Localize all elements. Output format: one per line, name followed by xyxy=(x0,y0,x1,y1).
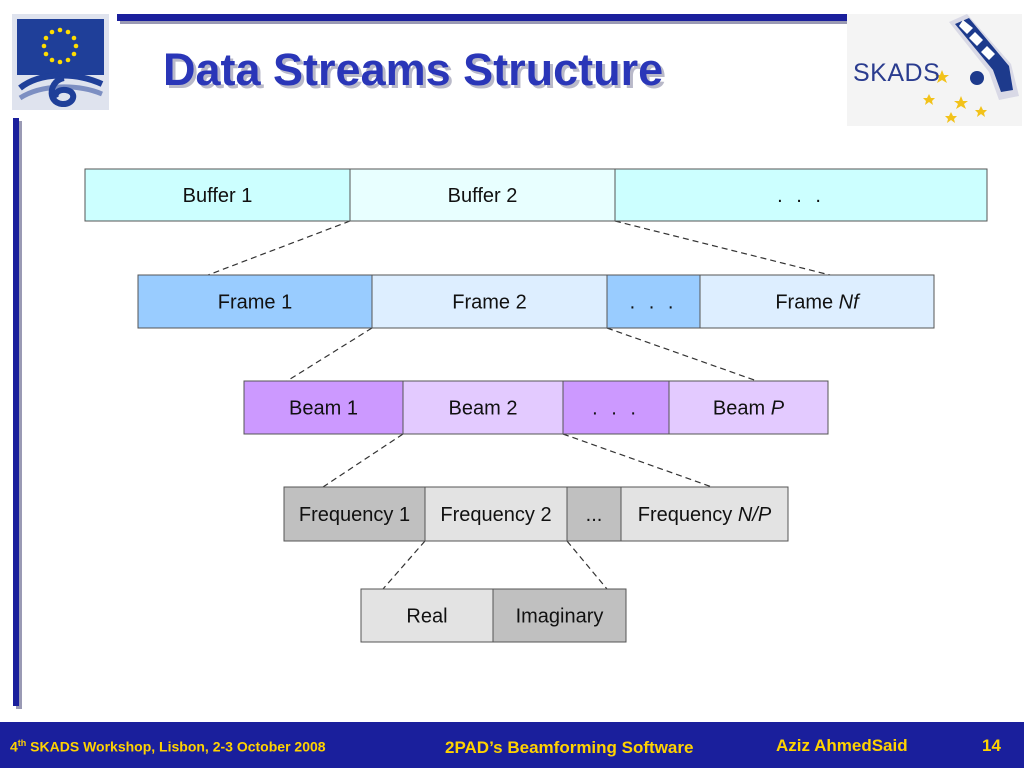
slide-title: Data Streams Structure xyxy=(163,44,664,95)
beams-cell-2 xyxy=(402,380,564,435)
footer-workshop-suffix: th xyxy=(17,738,27,748)
expansion-line-3-right xyxy=(566,540,608,590)
buffers-cell-3 xyxy=(614,168,988,222)
footer-author: Aziz AhmedSaid xyxy=(776,736,908,755)
frequencies-cell-1 xyxy=(283,486,426,542)
expansion-line-2-left xyxy=(322,433,404,488)
components-label-1: Real xyxy=(406,606,447,628)
components-cell-2 xyxy=(492,588,627,643)
frames-cell-1 xyxy=(137,274,373,329)
footer-page-number: 14 xyxy=(982,736,1001,755)
skads-wordmark: SKADS xyxy=(853,59,941,87)
frames-cell-3 xyxy=(606,274,701,329)
footer-bar: 4th SKADS Workshop, Lisbon, 2-3 October … xyxy=(0,722,1024,768)
skads-logo: SKADS xyxy=(847,14,1022,126)
frequencies-label-4: Frequency N/P xyxy=(638,504,772,526)
expansion-line-3-left xyxy=(382,540,426,590)
beams-label-4: Beam P xyxy=(713,398,785,420)
frames-cell-2 xyxy=(371,274,608,329)
expansion-line-1-left xyxy=(286,327,373,382)
footer-workshop: 4th SKADS Workshop, Lisbon, 2-3 October … xyxy=(10,738,326,755)
frequencies-label-3: ... xyxy=(586,504,603,526)
components-cell-1 xyxy=(360,588,494,643)
expansion-line-2-right xyxy=(562,433,713,488)
footer-workshop-text: SKADS Workshop, Lisbon, 2-3 October 2008 xyxy=(26,738,326,755)
buffers-label-1: Buffer 1 xyxy=(183,185,253,207)
beams-cell-1 xyxy=(243,380,404,435)
beams-label-2: Beam 2 xyxy=(449,398,518,420)
frames-label-3: . . . xyxy=(630,292,678,314)
buffers-label-3: . . . xyxy=(777,185,825,207)
eu-fp6-logo xyxy=(12,14,109,110)
frequencies-cell-4 xyxy=(620,486,789,542)
frequencies-cell-3 xyxy=(566,486,622,542)
buffers-label-2: Buffer 2 xyxy=(448,185,518,207)
frames-label-2: Frame 2 xyxy=(452,292,526,314)
beams-cell-4 xyxy=(668,380,829,435)
skads-emblem xyxy=(847,14,1022,126)
footer-workshop-ordinal: 4 xyxy=(10,738,18,755)
frames-cell-4 xyxy=(699,274,935,329)
buffers-cell-1 xyxy=(84,168,351,222)
components-label-2: Imaginary xyxy=(516,606,604,628)
frames-label-1: Frame 1 xyxy=(218,292,292,314)
expansion-line-1-right xyxy=(606,327,758,382)
frequencies-label-1: Frequency 1 xyxy=(299,504,410,526)
footer-presentation-title: 2PAD’s Beamforming Software xyxy=(445,738,694,757)
frames-label-4: Frame Nf xyxy=(775,292,861,314)
expansion-line-0-right xyxy=(614,220,831,276)
top-rule xyxy=(117,14,925,21)
beams-cell-3 xyxy=(562,380,670,435)
side-rule xyxy=(13,118,19,706)
beams-label-3: . . . xyxy=(592,398,640,420)
frequencies-label-2: Frequency 2 xyxy=(440,504,551,526)
beams-label-1: Beam 1 xyxy=(289,398,358,420)
expansion-line-0-left xyxy=(207,220,351,276)
frequencies-cell-2 xyxy=(424,486,568,542)
